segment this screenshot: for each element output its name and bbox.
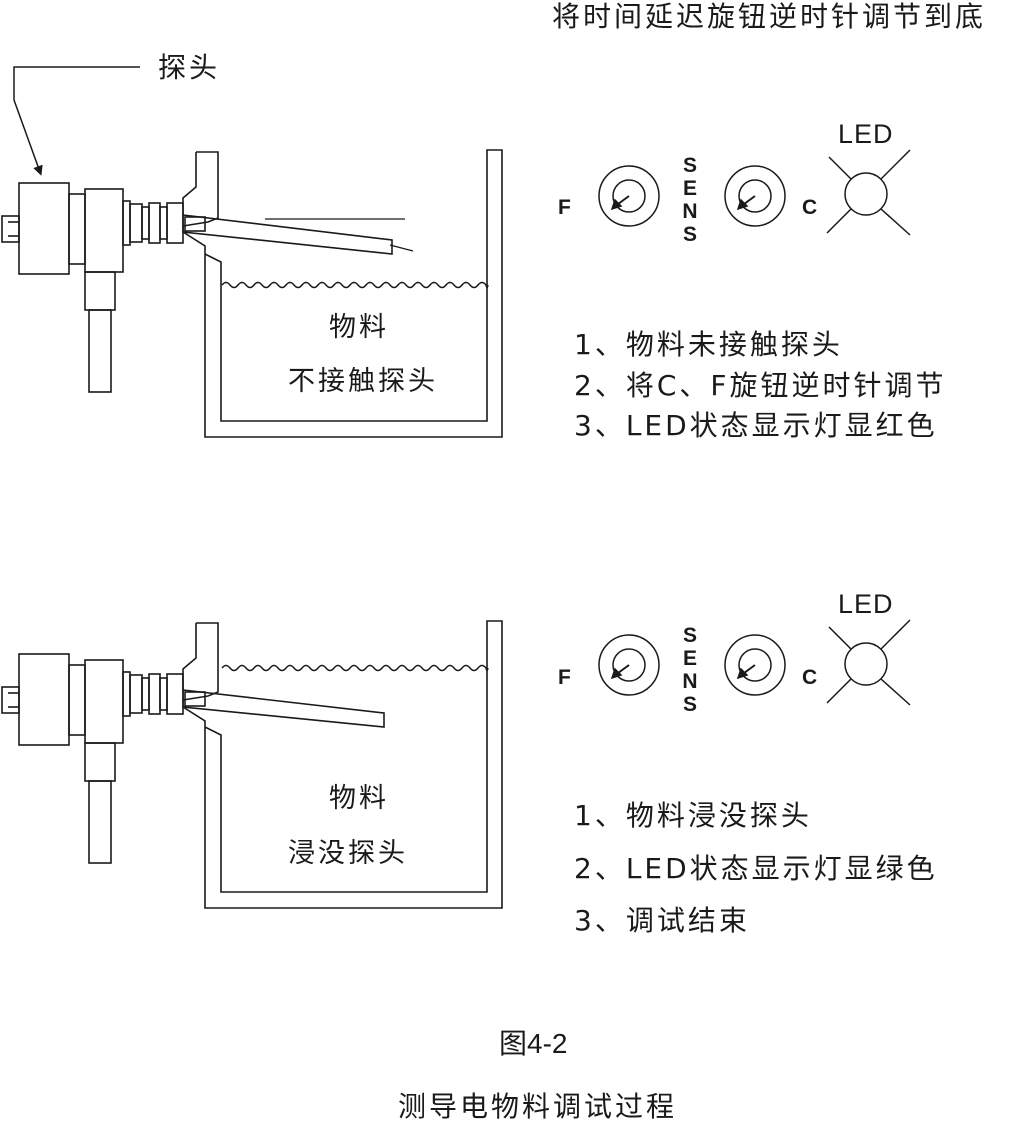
panel1-led (826, 149, 911, 236)
panel2-step-2: 2、LED状态显示灯显绿色 (574, 852, 938, 885)
panel1-material-state: 不接触探头 (288, 366, 438, 397)
panel1-sens-letter: N (682, 200, 698, 223)
panel1-knob-f (598, 165, 660, 227)
panel1-step-2: 2、将C、F旋钮逆时针调节 (574, 369, 947, 402)
panel2-sensor (1, 653, 385, 864)
panel2-led (826, 619, 911, 706)
panel2-knob-f (598, 634, 660, 696)
panel1-sens-label: S E N S (680, 154, 700, 246)
panel1-sens-letter: S (682, 154, 697, 177)
panel2-sens-letter: S (682, 624, 697, 647)
panel1-material-label: 物料 (329, 312, 389, 343)
figure-caption: 测导电物料调试过程 (398, 1090, 678, 1123)
panel1-step-3: 3、LED状态显示灯显红色 (574, 409, 938, 442)
probe-label: 探头 (158, 51, 221, 84)
panel2-material-state: 浸没探头 (288, 838, 408, 869)
panel2-material-surface (221, 664, 489, 672)
panel1-led-label: LED (838, 119, 894, 149)
panel2-tank (182, 620, 503, 909)
panel2-sens-letter: S (682, 693, 697, 716)
panel2-material-label: 物料 (329, 783, 389, 814)
panel2-sens-label: S E N S (680, 624, 700, 716)
probe-callout-leader (13, 66, 140, 176)
panel1-tank (182, 149, 503, 438)
panel2-step-1: 1、物料浸没探头 (574, 799, 812, 832)
panel1-knob-c-label: C (802, 196, 818, 219)
panel2-sens-letter: E (682, 647, 697, 670)
panel1-knob-f-label: F (558, 196, 571, 219)
panel2-led-label: LED (838, 589, 894, 619)
panel1-sens-letter: E (682, 177, 697, 200)
panel2-knob-c-label: C (802, 666, 818, 689)
top-note: 将时间延迟旋钮逆时针调节到底 (552, 0, 987, 33)
figure-number: 图4-2 (499, 1028, 568, 1059)
panel1-knob-c (724, 165, 786, 227)
panel1-sensor (1, 182, 393, 393)
panel1-step-1: 1、物料未接触探头 (574, 328, 843, 361)
panel1-material-surface (221, 281, 489, 289)
panel2-knob-f-label: F (558, 666, 571, 689)
panel2-sens-letter: N (682, 670, 698, 693)
panel1-level-line-b (389, 244, 414, 252)
panel2-step-3: 3、调试结束 (574, 904, 750, 937)
panel1-sens-letter: S (682, 223, 697, 246)
panel2-knob-c (724, 634, 786, 696)
